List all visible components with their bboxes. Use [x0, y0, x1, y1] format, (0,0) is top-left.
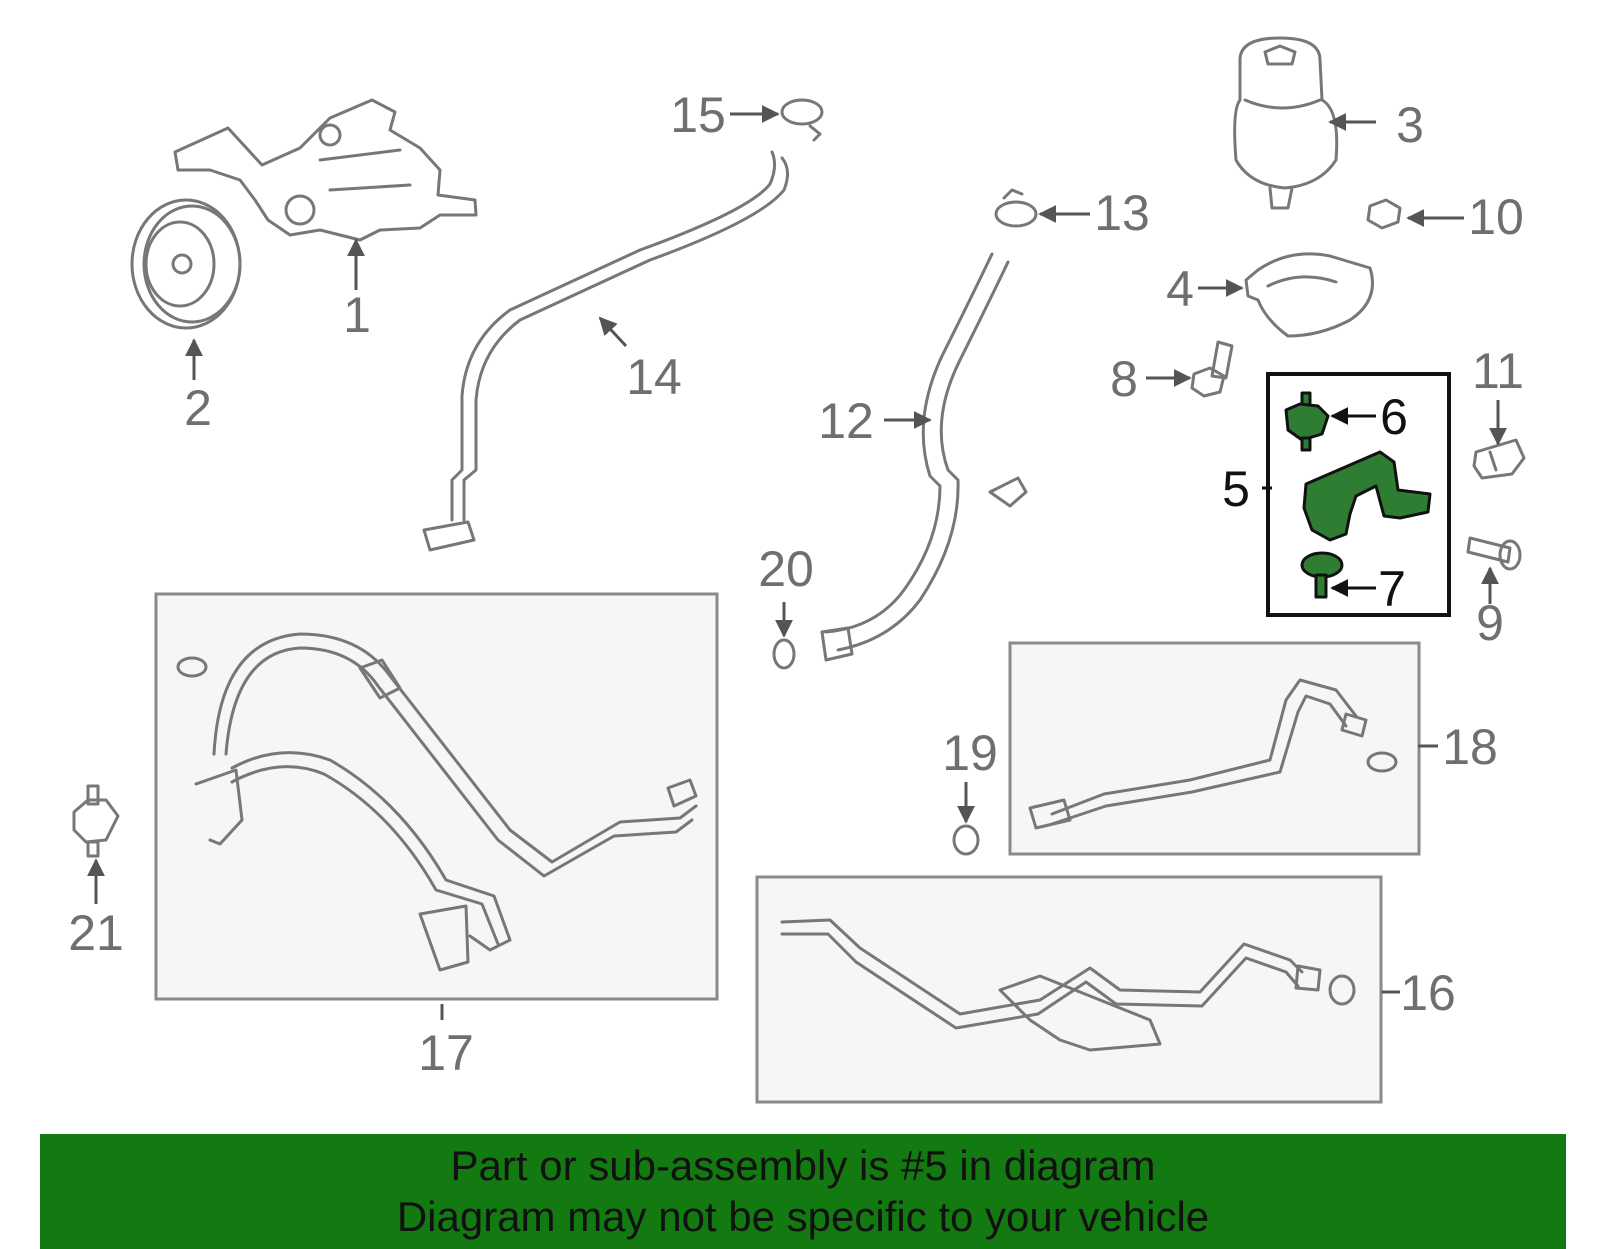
oring-part-20[interactable]: [772, 638, 796, 670]
callout-12: 12: [818, 393, 874, 449]
pulley-part-2[interactable]: [130, 198, 242, 330]
callout-11: 11: [1472, 343, 1524, 399]
callout-8: 8: [1110, 351, 1138, 407]
pump-part-1[interactable]: [173, 98, 478, 242]
callout-20: 20: [758, 541, 814, 597]
callout-6: 6: [1380, 389, 1408, 445]
callout-2: 2: [184, 380, 212, 436]
hose-part-14[interactable]: [422, 150, 789, 552]
callout-17: 17: [418, 1025, 474, 1081]
callout-14: 14: [626, 349, 682, 405]
clip-part-11[interactable]: [1472, 438, 1526, 480]
nut-part-10[interactable]: [1366, 198, 1402, 230]
bolt-part-8[interactable]: [1190, 340, 1234, 398]
callout-19: 19: [942, 725, 998, 781]
callout-5: 5: [1222, 461, 1250, 517]
clamp-part-15[interactable]: [780, 98, 824, 142]
grommet-part-7[interactable]: [1300, 551, 1344, 599]
callout-21: 21: [68, 905, 124, 961]
insulator-part-21[interactable]: [72, 784, 120, 858]
callout-13: 13: [1094, 185, 1150, 241]
line-assembly-part-18[interactable]: [1028, 678, 1398, 830]
banner-line-1: Part or sub-assembly is #5 in diagram: [450, 1142, 1156, 1189]
callout-1: 1: [343, 287, 371, 343]
line-assembly-16-box: [755, 875, 1383, 1104]
line-assembly-part-16[interactable]: [780, 918, 1356, 1052]
hose-assembly-17-box: [154, 592, 719, 1001]
callout-15: 15: [670, 87, 726, 143]
reservoir-part-3[interactable]: [1233, 36, 1339, 210]
callout-3: 3: [1396, 97, 1424, 153]
bracket-part-5[interactable]: [1302, 450, 1432, 542]
bracket-part-4[interactable]: [1244, 252, 1374, 338]
insulator-part-6[interactable]: [1284, 391, 1330, 452]
callout-9: 9: [1476, 595, 1504, 651]
line-assembly-18-box: [1008, 641, 1421, 856]
hose-assembly-part-17[interactable]: [176, 632, 698, 972]
info-banner: Part or sub-assembly is #5 in diagram Di…: [40, 1134, 1566, 1249]
leader-14: [598, 316, 628, 348]
callout-10: 10: [1468, 189, 1524, 245]
hose-part-12[interactable]: [820, 252, 1028, 662]
oring-part-19[interactable]: [952, 824, 980, 856]
callout-18: 18: [1442, 719, 1498, 775]
callout-4: 4: [1166, 261, 1194, 317]
stud-part-9[interactable]: [1466, 536, 1522, 571]
callout-7: 7: [1378, 561, 1406, 617]
clamp-part-13[interactable]: [994, 188, 1038, 228]
banner-line-2: Diagram may not be specific to your vehi…: [396, 1193, 1210, 1240]
callout-16: 16: [1400, 965, 1456, 1021]
